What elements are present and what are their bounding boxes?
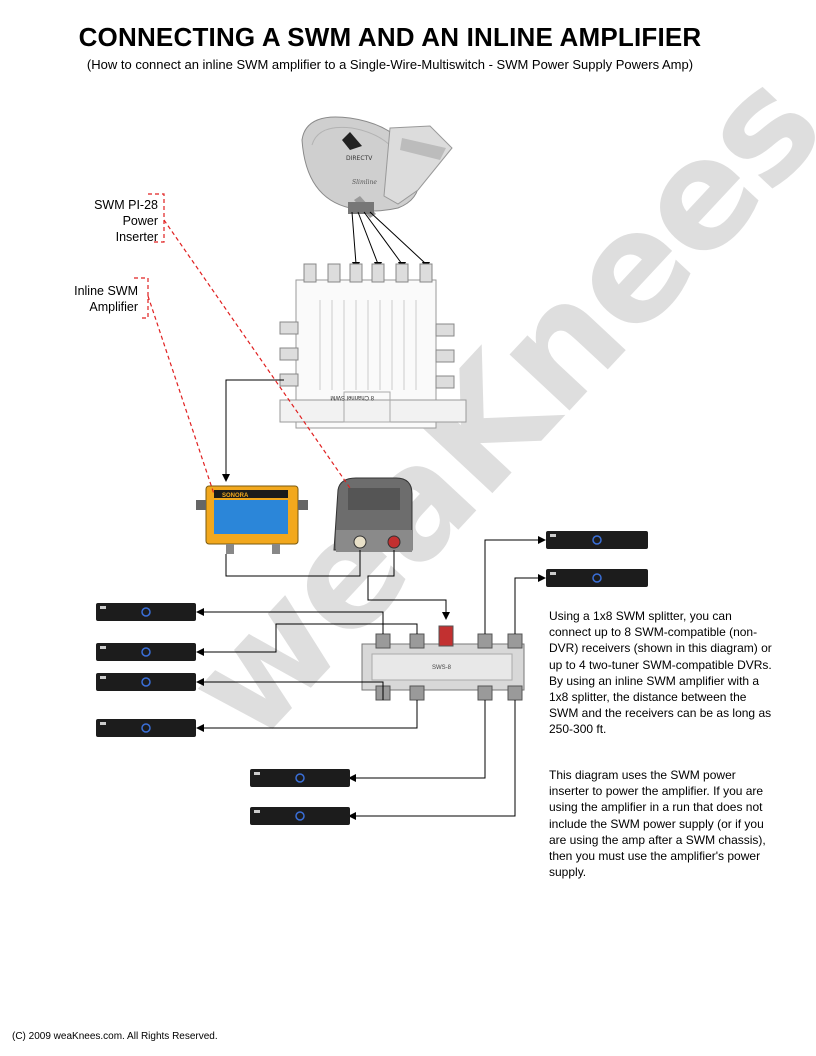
receiver [546, 531, 648, 549]
splitter-1x8: SWS-8 [361, 625, 525, 701]
power-inserter-label-line: Inserter [115, 230, 158, 244]
receiver [96, 603, 196, 621]
receiver-cable-arrows [196, 536, 546, 820]
inserter-to-splitter-arrow [442, 612, 450, 620]
dish-model: Slimline [352, 179, 377, 186]
note-splitter: Using a 1x8 SWM splitter, you can connec… [549, 609, 772, 737]
receiver [96, 643, 196, 661]
swm-multiswitch: 8 Channel SWM [279, 263, 467, 429]
receiver [250, 769, 350, 787]
swm-power-inserter [333, 477, 413, 552]
copyright-footer: (C) 2009 weaKnees.com. All Rights Reserv… [12, 1031, 218, 1042]
swm-to-amp-arrow [222, 474, 230, 482]
amp-brand: SONORA [222, 493, 249, 499]
note-power: This diagram uses the SWM power inserter… [549, 768, 766, 880]
receiver [250, 807, 350, 825]
page-subtitle: (How to connect an inline SWM amplifier … [86, 57, 694, 72]
power-inserter-label: SWM PI-28 Power Inserter [60, 197, 158, 245]
inline-amp-label-line: Inline SWM [74, 284, 138, 298]
splitter-label: SWS-8 [432, 665, 452, 671]
power-inserter-label-line: SWM PI-28 [94, 198, 158, 212]
dish-cable-arrows [352, 262, 430, 270]
inline-amp-label-line: Amplifier [89, 300, 138, 314]
receivers [96, 531, 648, 825]
swm-to-amp-cable [225, 379, 284, 476]
receiver [96, 719, 196, 737]
amp-to-inserter-cable [225, 550, 447, 614]
satellite-dish: DIRECTV Slimline [301, 116, 453, 218]
dish-brand: DIRECTV [346, 155, 373, 162]
inline-amp-label: Inline SWM Amplifier [40, 283, 138, 315]
receiver [96, 673, 196, 691]
inline-swm-amplifier: SONORA [196, 485, 308, 554]
power-inserter-label-line: Power [122, 214, 158, 228]
dish-cables [351, 211, 427, 265]
leader-lines [134, 193, 351, 495]
page-title: CONNECTING A SWM AND AN INLINE AMPLIFIER [78, 22, 702, 52]
receiver [546, 569, 648, 587]
receiver-cables [202, 539, 540, 817]
swm-label: 8 Channel SWM [330, 394, 374, 400]
